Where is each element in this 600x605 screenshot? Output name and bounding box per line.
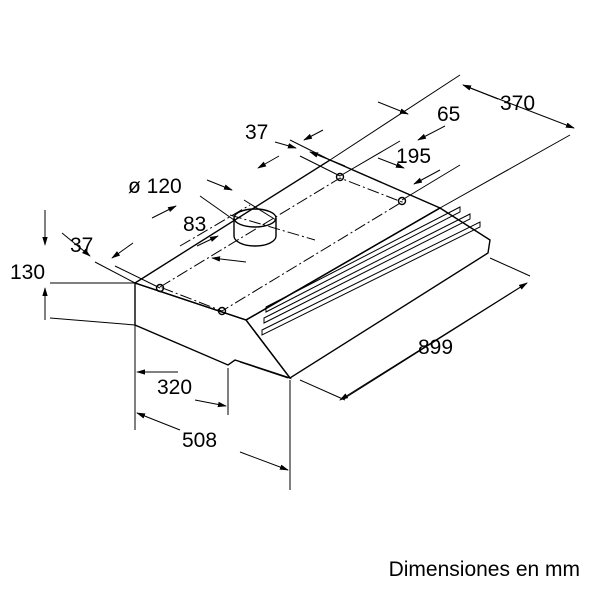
- mounting-hole: [217, 306, 227, 316]
- dim-83-label: 83: [183, 213, 206, 236]
- mounting-hole: [155, 283, 165, 293]
- dimension-lines: [42, 84, 575, 471]
- dim-120-diameter-label: ø 120: [128, 175, 182, 198]
- dim-320-label: 320: [157, 376, 192, 399]
- dim-37-top-label: 37: [245, 121, 268, 144]
- dim-37-left-label: 37: [70, 234, 93, 257]
- vent-slot: [263, 213, 471, 324]
- hood-left-side: [134, 282, 292, 380]
- hood-front-face: [244, 207, 491, 379]
- dim-899-label: 899: [418, 336, 453, 359]
- vent-slot: [265, 206, 461, 313]
- vent-slot: [261, 221, 481, 336]
- dimension-labels: 370 65 37 195 ø 120 83 37 130 899 320 50…: [10, 92, 535, 452]
- dim-65-label: 65: [437, 103, 460, 126]
- mounting-layout: [155, 172, 407, 316]
- mounting-hole: [335, 172, 345, 182]
- units-caption: Dimensiones en mm: [388, 558, 580, 581]
- exhaust-collar: [233, 208, 277, 247]
- dim-195-label: 195: [396, 145, 431, 168]
- mounting-hole: [397, 196, 407, 206]
- dim-130-label: 130: [10, 261, 45, 284]
- dim-508-label: 508: [182, 429, 217, 452]
- dim-370-label: 370: [500, 92, 535, 115]
